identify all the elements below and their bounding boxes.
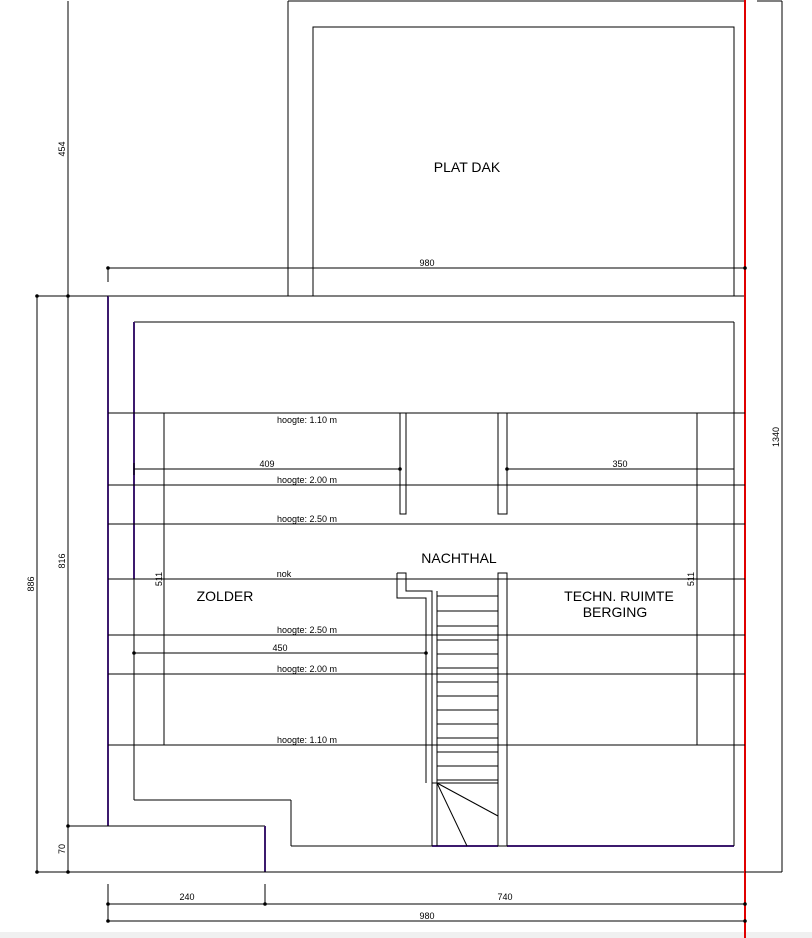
dimension-label: 70 bbox=[57, 844, 67, 854]
inner-wall bbox=[133, 321, 735, 847]
room-label-techn-ruimte: TECHN. RUIMTE bbox=[564, 588, 674, 604]
height-label: hoogte: 2.00 m bbox=[277, 475, 337, 485]
dimension-label: 511 bbox=[686, 572, 696, 586]
partitions bbox=[396, 412, 508, 847]
height-label: hoogte: 2.00 m bbox=[277, 664, 337, 674]
bottom-strip bbox=[0, 932, 812, 938]
dimension-label: 511 bbox=[154, 572, 164, 586]
outer-wall bbox=[107, 295, 745, 873]
dimension-label: 740 bbox=[497, 892, 512, 902]
height-label: hoogte: 2.50 m bbox=[277, 514, 337, 524]
height-label: hoogte: 2.50 m bbox=[277, 625, 337, 635]
height-label: hoogte: 1.10 m bbox=[277, 735, 337, 745]
dimension-label: 886 bbox=[26, 576, 36, 591]
dimension-label: 816 bbox=[57, 553, 67, 568]
nok-label: nok bbox=[277, 569, 292, 579]
flat-roof bbox=[287, 0, 745, 297]
room-label-zolder: ZOLDER bbox=[197, 588, 254, 604]
room-label-berging: BERGING bbox=[583, 604, 648, 620]
dimension-label: 454 bbox=[57, 141, 67, 156]
room-label-plat-dak: PLAT DAK bbox=[434, 159, 501, 175]
dimension-label: 350 bbox=[612, 459, 627, 469]
room-label-nachthal: NACHTHAL bbox=[421, 550, 497, 566]
dimension-label: 980 bbox=[419, 258, 434, 268]
dimension-label: 980 bbox=[419, 911, 434, 921]
dimension-lines bbox=[35, 0, 783, 923]
staircase bbox=[432, 591, 499, 847]
dimension-label: 1340 bbox=[771, 427, 781, 447]
dimension-label: 450 bbox=[272, 643, 287, 653]
height-label: hoogte: 1.10 m bbox=[277, 415, 337, 425]
dimension-label: 409 bbox=[259, 459, 274, 469]
dimension-label: 240 bbox=[179, 892, 194, 902]
